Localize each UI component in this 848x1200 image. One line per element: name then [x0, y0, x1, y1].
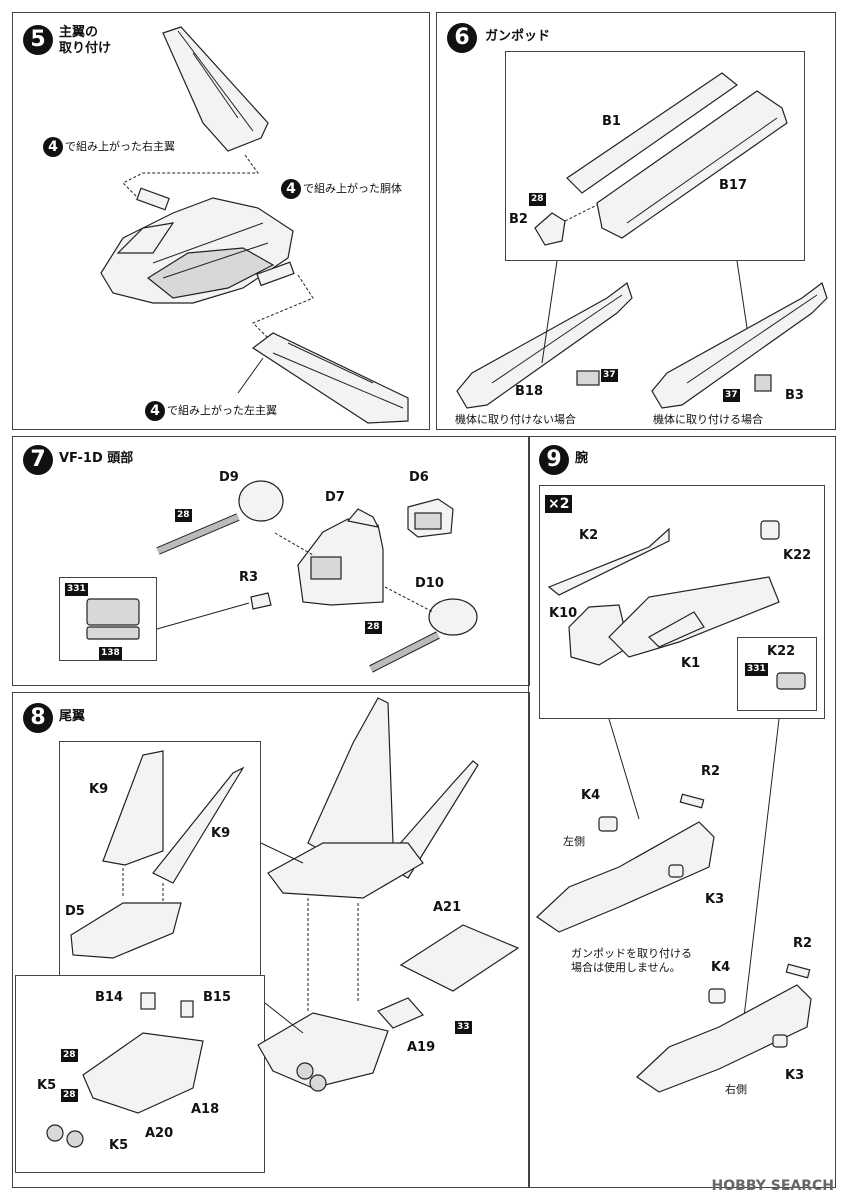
- step9-side-right: 右側: [725, 1083, 747, 1096]
- step9-title: 腕: [575, 451, 589, 466]
- step9-paint-331: 331: [745, 663, 768, 676]
- step6-number: 6: [447, 23, 477, 53]
- multiplier-badge: ×2: [545, 495, 573, 513]
- step6-part-B17: B17: [719, 178, 747, 193]
- head-drawing: [86, 480, 478, 673]
- step9-part-K22: K22: [783, 548, 812, 563]
- step8-part-K5-bottom: K5: [109, 1138, 129, 1153]
- step6-part-B3: B3: [785, 388, 804, 403]
- step8-part-A19: A19: [407, 1040, 436, 1055]
- step6-title: ガンポッド: [485, 29, 551, 44]
- step8-part-D5: D5: [65, 904, 85, 919]
- step7-paint-28-left: 28: [175, 509, 192, 522]
- step9-number: 9: [539, 445, 569, 475]
- step8-part-A18: A18: [191, 1102, 220, 1117]
- step7-part-D6: D6: [409, 470, 429, 485]
- step7-part-D9: D9: [219, 470, 239, 485]
- step6-part-B2: B2: [509, 212, 528, 227]
- step5-number: 5: [23, 25, 53, 55]
- step9-part-K4-left: K4: [581, 788, 601, 803]
- tail-drawing: [46, 697, 520, 1148]
- step8-part-A21: A21: [433, 900, 462, 915]
- step6-paint-37-left: 37: [601, 369, 618, 382]
- step7-panel: 7 VF-1D 頭部 D9 D7 D6 R3 D10 28 28 331 138: [12, 436, 530, 686]
- step9-usage-note: ガンポッドを取り付ける 場合は使用しません。: [571, 947, 692, 974]
- step8-part-A20: A20: [145, 1126, 174, 1141]
- step8-part-K9-inset-right: K9: [211, 826, 231, 841]
- step8-paint-28-top: 28: [61, 1049, 78, 1062]
- step7-part-D10: D10: [415, 576, 444, 591]
- step5-title: 主翼の 取り付け: [59, 25, 112, 56]
- step7-paint-138: 138: [99, 647, 122, 660]
- gunpod-drawing: [456, 72, 828, 409]
- step9-side-left: 左側: [563, 835, 585, 848]
- step7-number: 7: [23, 445, 53, 475]
- step8-title: 尾翼: [59, 709, 86, 724]
- step8-paint-33: 33: [455, 1021, 472, 1034]
- step9-part-K22-inset: K22: [767, 644, 796, 659]
- step9-part-K4-right: K4: [711, 960, 731, 975]
- step6-caption-not-mounted: 機体に取り付けない場合: [455, 413, 576, 426]
- step4-ref-badge: 4: [281, 179, 301, 199]
- step9-part-R2-left: R2: [701, 764, 721, 779]
- step4-ref-badge: 4: [43, 137, 63, 157]
- step8-paint-28-bottom: 28: [61, 1089, 78, 1102]
- step9-part-R2-right: R2: [793, 936, 813, 951]
- step4-ref-badge: 4: [145, 401, 165, 421]
- step9-part-K3-right: K3: [785, 1068, 805, 1083]
- step7-title: VF-1D 頭部: [59, 451, 134, 466]
- step6-paint-28: 28: [529, 193, 546, 206]
- step9-part-K3-left: K3: [705, 892, 725, 907]
- step6-paint-37-right: 37: [723, 389, 740, 402]
- step6-panel: 6 ガンポッド B1 B17 28 B2 B18 37 37 B3 機体に取り付…: [436, 12, 836, 430]
- step8-number: 8: [23, 703, 53, 733]
- step9-part-K10: K10: [549, 606, 578, 621]
- step7-paint-331: 331: [65, 583, 88, 596]
- step9-panel: 9 腕 ×2 K2 K22 K10 K1 K22 331 R2 K4 K3 左側…: [528, 436, 836, 1188]
- step7-paint-28-right: 28: [365, 621, 382, 634]
- step6-caption-mounted: 機体に取り付ける場合: [653, 413, 763, 426]
- step7-part-R3: R3: [239, 570, 259, 585]
- step6-part-B1: B1: [602, 114, 621, 129]
- step9-part-K2: K2: [579, 528, 599, 543]
- right-wing-drawing: [100, 26, 409, 424]
- step6-part-B18: B18: [515, 384, 543, 399]
- step9-part-K1: K1: [681, 656, 701, 671]
- arm-drawing: [536, 520, 812, 1093]
- step8-part-B15: B15: [203, 990, 231, 1005]
- watermark: HOBBY SEARCH: [711, 1178, 834, 1194]
- step8-panel: 8 尾翼 K9 K9 D5 A21 B14 B15 A18: [12, 692, 530, 1188]
- step8-part-K9-inset-left: K9: [89, 782, 109, 797]
- step8-part-K5-top: K5: [37, 1078, 57, 1093]
- step8-part-B14: B14: [95, 990, 123, 1005]
- step7-part-D7: D7: [325, 490, 345, 505]
